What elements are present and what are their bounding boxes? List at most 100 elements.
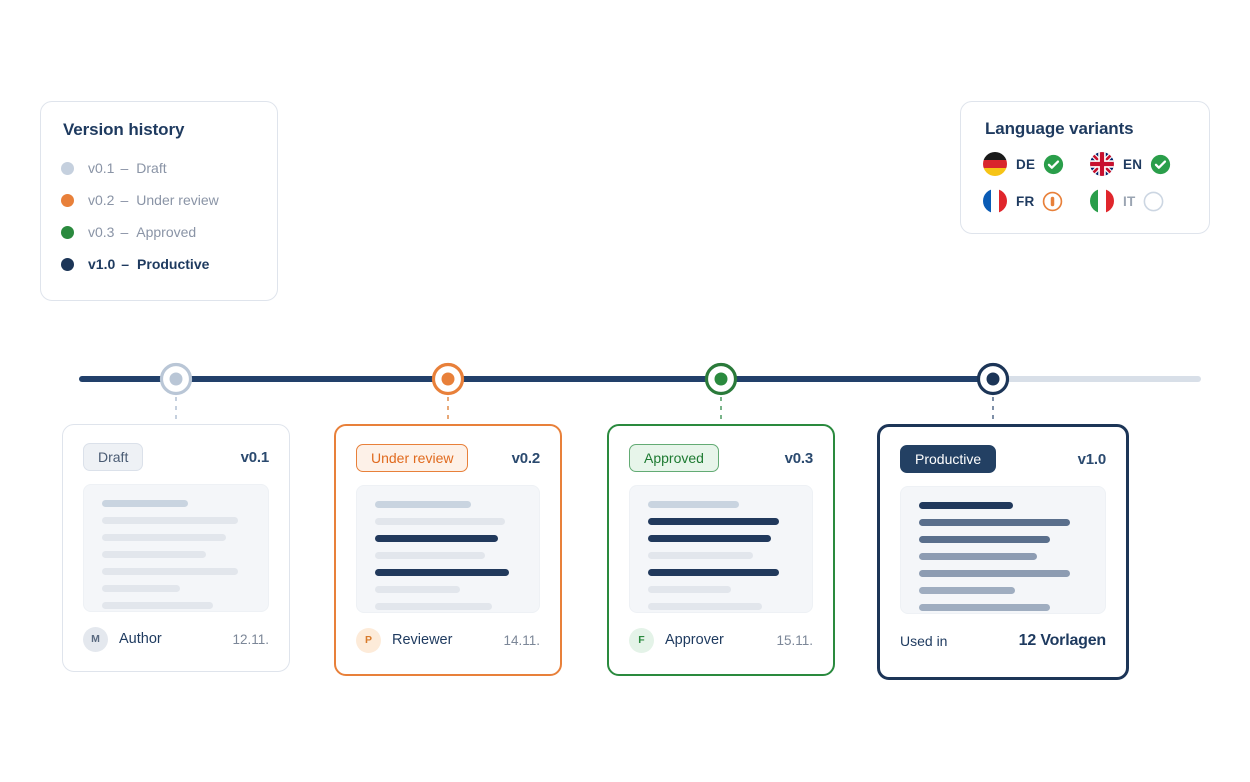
version-dash: – [120, 192, 129, 208]
marker-ring [431, 362, 465, 396]
check-circle-icon [1043, 154, 1064, 175]
marker-ring [704, 362, 738, 396]
card-date: 12.11. [232, 631, 269, 647]
card-version-label: v0.3 [784, 449, 814, 467]
version-status-label: Under review [136, 192, 219, 208]
card-version-label: v0.1 [240, 448, 270, 466]
status-badge[interactable]: Draft [83, 443, 144, 471]
version-dot-icon [61, 193, 74, 207]
used-in-label: Used in [900, 633, 948, 649]
version-dash: – [120, 224, 129, 240]
language-item-it[interactable]: IT [1090, 189, 1187, 213]
flag-de-icon [983, 152, 1007, 176]
version-history-panel: Version history v0.1 – Draft v0.2 – Unde… [40, 101, 278, 301]
language-item-en[interactable]: EN [1090, 152, 1187, 176]
preview-line [648, 586, 732, 593]
version-number: v0.3 [88, 224, 115, 240]
marker-v0-3[interactable] [704, 362, 738, 425]
avatar: M [83, 626, 108, 652]
card-version-label: v1.0 [1077, 450, 1107, 468]
card-author: F Approver [629, 627, 724, 653]
preview-line [919, 553, 1037, 560]
version-dot-icon [61, 161, 74, 175]
version-history-item[interactable]: v0.3 – Approved [61, 216, 257, 248]
language-item-de[interactable]: DE [983, 152, 1080, 176]
language-code: EN [1123, 156, 1143, 172]
card-header: Approved v0.3 [629, 444, 813, 472]
check-circle-icon [1150, 154, 1171, 175]
marker-v0-1[interactable] [159, 362, 193, 425]
flag-gb-icon [1090, 152, 1114, 176]
preview-line [102, 500, 188, 507]
preview-line [648, 569, 780, 576]
used-in-value: 12 Vorlagen [1018, 632, 1107, 649]
preview-line [648, 518, 780, 525]
flag-it-icon [1090, 189, 1114, 213]
preview-line [648, 552, 754, 559]
preview-line [375, 603, 492, 610]
preview-line [102, 534, 227, 541]
status-badge[interactable]: Under review [356, 444, 469, 472]
preview-line [919, 519, 1071, 526]
version-dash: – [121, 256, 130, 272]
preview-line [375, 569, 510, 576]
empty-circle-icon [1143, 191, 1164, 212]
preview-line [102, 517, 239, 524]
version-history-title: Version history [63, 120, 185, 139]
preview-line [375, 535, 498, 542]
preview-line [648, 501, 739, 508]
avatar: P [356, 627, 381, 653]
document-preview [629, 485, 813, 613]
avatar: F [629, 627, 654, 653]
marker-ring [159, 362, 193, 396]
marker-core [714, 372, 728, 386]
preview-line [102, 568, 239, 575]
marker-v1-0[interactable] [976, 362, 1010, 425]
version-history-item[interactable]: v0.2 – Under review [61, 184, 257, 216]
preview-line [102, 551, 206, 558]
language-code: DE [1016, 156, 1036, 172]
card-header: Under review v0.2 [356, 444, 540, 472]
card-footer: Used in 12 Vorlagen [900, 628, 1106, 654]
marker-ring [976, 362, 1010, 396]
marker-core [169, 372, 183, 386]
version-history-list: v0.1 – Draft v0.2 – Under review v0.3 – … [61, 152, 257, 280]
version-dash: – [120, 160, 129, 176]
preview-line [375, 518, 505, 525]
card-header: Draft v0.1 [83, 443, 269, 471]
preview-line [919, 570, 1071, 577]
preview-line [648, 603, 762, 610]
version-number: v1.0 [88, 256, 116, 272]
document-preview [83, 484, 269, 612]
document-preview [356, 485, 540, 613]
preview-line [375, 501, 472, 508]
document-preview [900, 486, 1106, 614]
preview-line [648, 535, 771, 542]
marker-v0-2[interactable] [431, 362, 465, 425]
preview-line [375, 552, 485, 559]
card-version-label: v0.2 [511, 449, 541, 467]
status-badge[interactable]: Approved [629, 444, 719, 472]
version-number: v0.2 [88, 192, 115, 208]
flag-fr-icon [983, 189, 1007, 213]
preview-line [919, 502, 1014, 509]
version-history-item[interactable]: v1.0 – Productive [61, 248, 257, 280]
version-status-label: Productive [137, 256, 210, 272]
version-history-item[interactable]: v0.1 – Draft [61, 152, 257, 184]
status-badge[interactable]: Productive [900, 445, 997, 473]
card-footer: F Approver 15.11. [629, 627, 813, 653]
author-name: Approver [665, 632, 724, 648]
language-variants-grid: DE EN [983, 152, 1187, 213]
language-item-fr[interactable]: FR [983, 189, 1080, 213]
author-name: Author [119, 631, 162, 647]
language-code: FR [1016, 193, 1035, 209]
card-date: 15.11. [776, 632, 813, 648]
version-dot-icon [61, 225, 74, 239]
preview-line [919, 536, 1051, 543]
